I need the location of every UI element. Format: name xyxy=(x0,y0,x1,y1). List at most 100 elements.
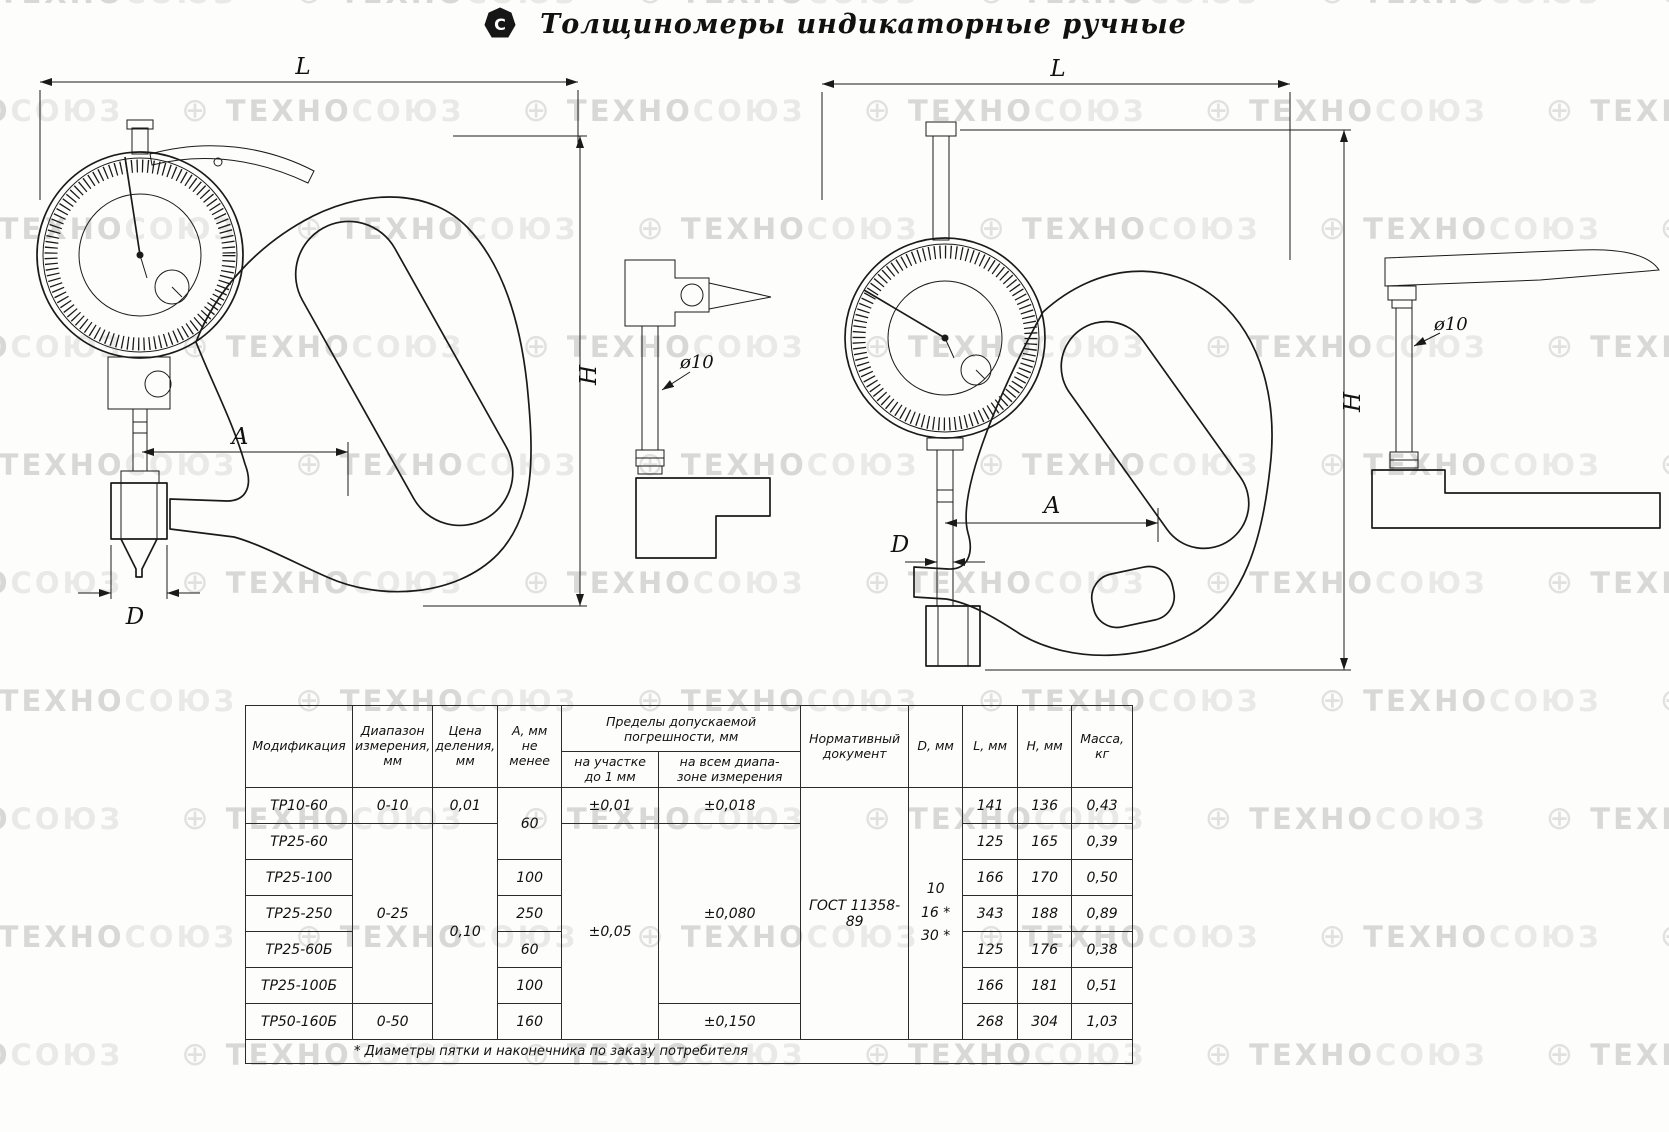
logo-icon: С xyxy=(484,7,516,38)
watermark-part2: СОЮЗ xyxy=(10,802,124,836)
drawing-right-gauge: L H xyxy=(821,56,1661,671)
dim-L: L xyxy=(821,56,1291,260)
globe-icon: ⊕ xyxy=(1545,1034,1577,1073)
cell-error-full: ±0,080 xyxy=(658,823,802,1004)
dim-D: D xyxy=(78,545,200,630)
col-header-modification: Модификация xyxy=(245,705,353,788)
globe-icon: ⊕ xyxy=(1204,798,1236,837)
watermark-text: ⊕ТЕХНОСОЮЗ xyxy=(1205,798,1488,837)
cell-l: 268 xyxy=(962,1003,1019,1040)
frame-cutout xyxy=(1090,565,1176,629)
dim-label-A: A xyxy=(1042,493,1061,519)
dial-indicator xyxy=(844,237,1046,439)
col-header-mass: Масса, кг xyxy=(1071,705,1134,788)
col-header-h: Н, мм xyxy=(1017,705,1073,788)
cell-range: 0-10 xyxy=(351,787,434,824)
table-row: ТР25-60 0-25 0,10 ±0,05 ±0,080 125 165 0… xyxy=(245,823,1134,1040)
cell-range: 0-50 xyxy=(351,1003,434,1040)
col-header-error-full: на всем диапа- зоне измерения xyxy=(658,751,802,788)
dim-H: H xyxy=(423,135,602,607)
dim-label-D: D xyxy=(125,604,144,630)
measuring-stem xyxy=(107,356,172,578)
dim-label-L: L xyxy=(294,54,310,80)
cell-error-full: ±0,018 xyxy=(658,787,802,824)
cell-error-section: ±0,05 xyxy=(561,823,660,1040)
cell-modification: ТР25-100Б xyxy=(245,967,353,1004)
cell-l: 125 xyxy=(962,931,1019,968)
dim-label-D: D xyxy=(890,532,909,558)
cell-h: 181 xyxy=(1017,967,1073,1004)
table-row: ТР50-160Б 0-50 160 ±0,150 268 304 1,03 xyxy=(245,1003,1134,1040)
cell-a: 100 xyxy=(497,967,563,1004)
header-line: мм xyxy=(383,752,403,768)
watermark-part2: СОЮЗ xyxy=(1147,920,1261,954)
watermark-part1: ТЕХНО xyxy=(1249,802,1376,836)
watermark-text: ⊕ТЕХНОСОЮЗ xyxy=(1546,798,1669,837)
cell-range: 0-25 xyxy=(351,823,434,1004)
cell-h: 188 xyxy=(1017,895,1073,932)
cell-modification: ТР10-60 xyxy=(245,787,353,824)
cell-h: 176 xyxy=(1017,931,1073,968)
header-line: Масса, xyxy=(1080,730,1125,746)
header-line: мм xyxy=(455,752,475,768)
logo-letter: С xyxy=(494,15,506,34)
cell-l: 166 xyxy=(962,967,1019,1004)
title-row: С Толщиномеры индикаторные ручные xyxy=(0,6,1669,42)
dim-dia10: ø10 xyxy=(1413,314,1468,347)
cell-a: 60 xyxy=(497,931,563,968)
watermark-text: ⊕ТЕХНОСОЮЗ xyxy=(1546,1034,1669,1073)
cell-a: 100 xyxy=(497,859,563,896)
cell-modification: ТР25-100 xyxy=(245,859,353,896)
watermark-part1: ТЕХНО xyxy=(1590,802,1669,836)
header-line: не менее xyxy=(509,738,550,768)
d-value: 30 * xyxy=(920,928,951,945)
cell-division: 0,01 xyxy=(432,787,499,824)
watermark-text: ⊕ТЕХНОСОЮЗ xyxy=(0,798,123,837)
cell-h: 304 xyxy=(1017,1003,1073,1040)
table-footnote-row: * Диаметры пятки и наконечника по заказу… xyxy=(244,1039,1134,1064)
dim-label-dia10: ø10 xyxy=(1433,314,1468,335)
header-line: Диапазон xyxy=(360,723,425,739)
cell-l: 125 xyxy=(962,823,1019,860)
dim-A: A xyxy=(142,424,349,496)
d-value: 16 * xyxy=(920,904,951,921)
cell-modification: ТР50-160Б xyxy=(245,1003,353,1040)
header-line: Цена xyxy=(448,723,482,739)
globe-icon: ⊕ xyxy=(1318,916,1350,955)
watermark-part1: ТЕХНО xyxy=(0,920,125,954)
watermark-part2: СОЮЗ xyxy=(1489,920,1602,954)
cell-a: 60 xyxy=(497,787,563,860)
dial-top-stem xyxy=(126,119,154,155)
dim-label-dia10: ø10 xyxy=(679,352,714,373)
col-header-a-min: А, мм не менее xyxy=(497,705,563,788)
header-line: зоне измерения xyxy=(676,768,783,784)
cell-division: 0,10 xyxy=(432,823,499,1040)
dial-center-dot xyxy=(941,334,949,342)
globe-icon: ⊕ xyxy=(1660,916,1669,955)
dim-label-H: H xyxy=(1340,391,1366,413)
table-row: ТР25-250 250 343 188 0,89 xyxy=(245,895,1134,932)
watermark-text: ⊕ТЕХНОСОЮЗ xyxy=(1205,1034,1488,1073)
col-header-error-group: Пределы допускаемой погрешности, мм xyxy=(561,705,802,752)
dial-indicator xyxy=(36,151,244,359)
table-row: ТР25-100Б 100 166 181 0,51 xyxy=(245,967,1134,1004)
dim-H: H xyxy=(960,129,1366,671)
watermark-part1: ТЕХНО xyxy=(0,1038,11,1072)
cell-modification: ТР25-250 xyxy=(245,895,353,932)
side-view: ø10 xyxy=(624,259,772,559)
dim-label-A: A xyxy=(230,424,249,450)
watermark-text: ⊕ ТЕХНОСОЮЗ xyxy=(1319,916,1602,955)
header-line: деления, xyxy=(435,738,496,754)
cell-mass: 0,50 xyxy=(1071,859,1134,896)
watermark-part1: ТЕХНО xyxy=(1363,920,1490,954)
cell-h: 165 xyxy=(1017,823,1073,860)
watermark-part1: ТЕХНО xyxy=(0,802,11,836)
plunger-rod xyxy=(925,121,957,241)
cell-modification: ТР25-60Б xyxy=(245,931,353,968)
cell-doc: ГОСТ 11358-89 xyxy=(800,787,910,1040)
watermark-text: ⊕ТЕХНОСОЮЗ xyxy=(1660,916,1669,955)
globe-icon: ⊕ xyxy=(1204,1034,1236,1073)
dim-label-L: L xyxy=(1049,56,1065,82)
page-title: Толщиномеры индикаторные ручные xyxy=(540,8,1187,40)
